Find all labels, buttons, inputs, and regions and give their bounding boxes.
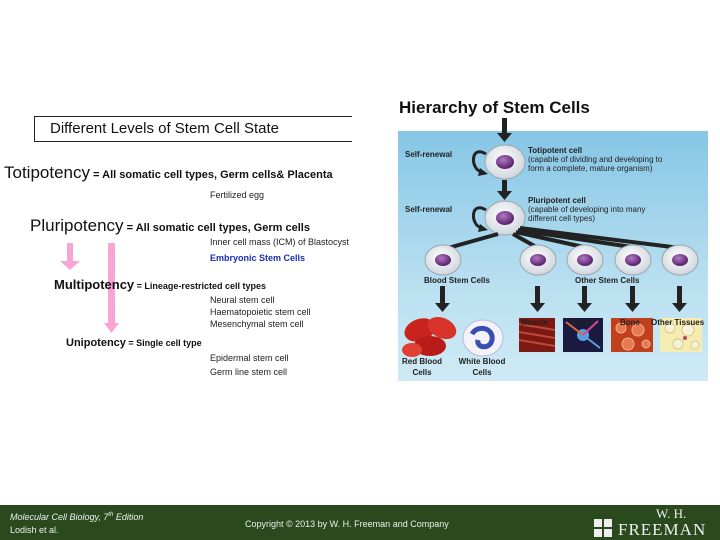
arrow-shaft (502, 118, 507, 134)
other-stem-cell (662, 245, 698, 275)
tissue-label-muscle: Muscle (521, 318, 548, 327)
level-name: Multipotency (54, 277, 134, 292)
tissue-arrows (435, 286, 687, 312)
blood-stem-cell (425, 245, 461, 275)
other-stem-cell (520, 245, 556, 275)
level-def: = All somatic cell types, Germ cells (124, 222, 310, 234)
level-example: Fertilized egg (210, 190, 264, 201)
other-stem-label: Other Stem Cells (575, 276, 639, 285)
pluripotent-label: Pluripotent cell (528, 196, 668, 205)
level-def: = All somatic cell types, Germ cells& Pl… (90, 169, 333, 181)
tissue-label-bone: Bone (620, 318, 640, 327)
arrow-head (497, 133, 512, 142)
level-name: Pluripotency (30, 216, 124, 235)
arrow-shaft (502, 180, 507, 192)
arrow-head (60, 261, 80, 270)
footer-authors: Lodish et al. (10, 525, 59, 535)
level-example: Neural stem cell (210, 295, 275, 306)
white-blood-label: White Blood Cells (455, 356, 509, 378)
level-name: Totipotency (4, 163, 90, 182)
red-blood-label: Red Blood Cells (400, 356, 444, 378)
totipotent-box: Totipotent cell (capable of dividing and… (528, 146, 678, 173)
self-renewal-arrow (473, 152, 486, 172)
arrow-head (104, 323, 119, 333)
book-title: Molecular Cell Biology, 7 (10, 512, 108, 522)
book-edition: Edition (113, 512, 143, 522)
tissue-label-other: Other Tissues (651, 318, 704, 327)
blood-stem-label: Blood Stem Cells (424, 276, 490, 285)
other-stem-cell (567, 245, 603, 275)
self-renewal-label: Self-renewal (405, 150, 452, 159)
level-def: = Single cell type (126, 338, 202, 348)
levels-title: Different Levels of Stem Cell State (50, 120, 279, 137)
level-pluripotency: Pluripotency = All somatic cell types, G… (30, 216, 310, 236)
totipotent-desc: (capable of dividing and developing to f… (528, 155, 678, 173)
arrow-head (497, 191, 512, 200)
logo-mark-icon (594, 519, 614, 537)
level-def: = Lineage-restricted cell types (134, 281, 266, 291)
level-unipotency: Unipotency = Single cell type (66, 333, 202, 351)
logo-bottom: FREEMAN (618, 520, 706, 540)
level-example: Epidermal stem cell (210, 353, 289, 364)
tissue-label-nerve: Nerve (571, 318, 593, 327)
red-blood-cells-image (401, 313, 460, 357)
level-example: Mesenchymal stem cell (210, 319, 304, 330)
footer-book: Molecular Cell Biology, 7th Edition (10, 512, 143, 522)
totipotent-label: Totipotent cell (528, 146, 678, 155)
hierarchy-title: Hierarchy of Stem Cells (399, 98, 590, 118)
pluripotent-desc: (capable of developing into many differe… (528, 205, 668, 223)
pluripotent-box: Pluripotent cell (capable of developing … (528, 196, 668, 223)
other-stem-cell (615, 245, 651, 275)
level-totipotency: Totipotency = All somatic cell types, Ge… (4, 163, 333, 183)
self-renewal-label: Self-renewal (405, 205, 452, 214)
totipotent-cell (485, 145, 525, 179)
branch-arrow (448, 234, 498, 248)
levels-title-box: Different Levels of Stem Cell State (34, 116, 352, 142)
level-example: Germ line stem cell (210, 367, 287, 378)
arrow-shaft (67, 243, 73, 261)
self-renewal-arrow (473, 208, 486, 228)
level-multipotency: Multipotency = Lineage-restricted cell t… (54, 277, 266, 292)
level-example-highlight: Embryonic Stem Cells (210, 253, 305, 264)
footer-copyright: Copyright © 2013 by W. H. Freeman and Co… (245, 519, 449, 529)
level-example: Inner cell mass (ICM) of Blastocyst (210, 237, 349, 248)
level-example: Haematopoietic stem cell (210, 307, 311, 318)
white-blood-cell-image (463, 320, 503, 356)
level-name: Unipotency (66, 337, 126, 349)
freeman-logo: W. H. FREEMAN (594, 509, 714, 539)
